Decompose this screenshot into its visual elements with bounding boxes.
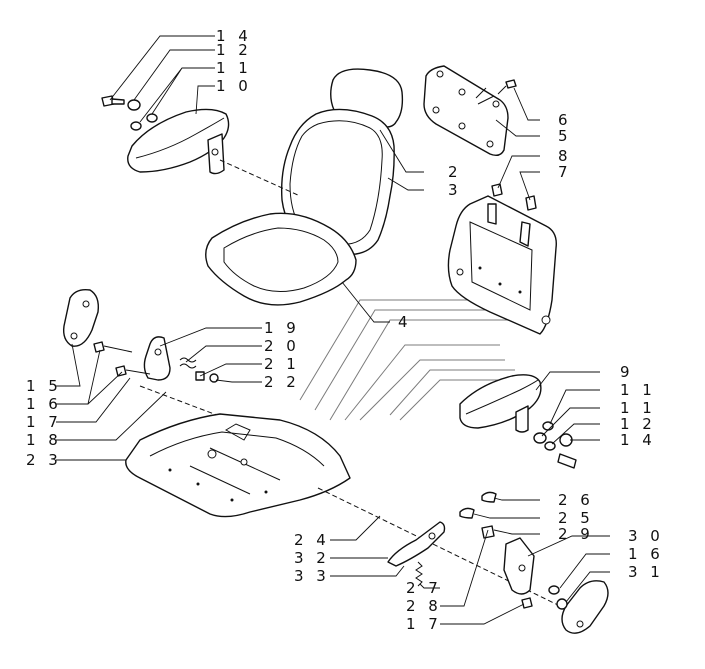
label-10: 1 0 — [216, 77, 252, 95]
back-frame-part — [447, 195, 557, 335]
spring-20 — [179, 357, 197, 369]
screw-6 — [497, 79, 517, 95]
label-16b: 1 6 — [628, 545, 664, 563]
bracket-19 — [143, 336, 171, 381]
label-17a: 1 7 — [26, 413, 62, 431]
label-12b: 1 2 — [620, 415, 656, 433]
label-11c: 1 1 — [620, 399, 656, 417]
label-11b: 1 1 — [620, 381, 656, 399]
bracket-29-30 — [481, 525, 535, 595]
left-bracket-15 — [62, 288, 100, 347]
label-26: 2 6 — [558, 491, 594, 509]
label-22: 2 2 — [264, 373, 300, 391]
label-27: 2 7 — [406, 579, 442, 597]
part-labels: 1 4 1 2 1 1 1 0 6 5 8 7 2 3 4 1 9 2 0 2 … — [26, 27, 664, 633]
clip-26-25 — [459, 491, 497, 519]
label-19: 1 9 — [264, 319, 300, 337]
left-armrest-hardware — [101, 95, 158, 131]
label-24: 2 4 — [294, 531, 330, 549]
label-23: 2 3 — [26, 451, 62, 469]
lever-32-33 — [387, 521, 446, 567]
label-31: 3 1 — [628, 563, 664, 581]
leader-lines — [56, 35, 610, 625]
label-16a: 1 6 — [26, 395, 62, 413]
spring-27 — [415, 561, 423, 587]
leader-armrest-left — [219, 159, 301, 197]
seat-cushion-part — [205, 212, 357, 306]
label-21: 2 1 — [264, 355, 300, 373]
label-3: 3 — [448, 181, 462, 199]
label-14b: 1 4 — [620, 431, 656, 449]
label-6: 6 — [558, 111, 572, 129]
label-18: 1 8 — [26, 431, 62, 449]
label-32: 3 2 — [294, 549, 330, 567]
right-armrest-part — [459, 374, 542, 433]
label-12a: 1 2 — [216, 41, 252, 59]
label-20: 2 0 — [264, 337, 300, 355]
label-11a: 1 1 — [216, 59, 252, 77]
label-25: 2 5 — [558, 509, 594, 527]
label-9: 9 — [620, 363, 634, 381]
label-17b: 1 7 — [406, 615, 442, 633]
bolts-16-17-right — [521, 585, 568, 610]
right-armrest-hardware — [533, 421, 577, 469]
back-plate-part — [423, 65, 509, 157]
label-2: 2 — [448, 163, 462, 181]
label-5: 5 — [558, 127, 572, 145]
label-28: 2 8 — [406, 597, 442, 615]
label-33: 3 3 — [294, 567, 330, 585]
label-29: 2 9 — [558, 525, 594, 543]
bolts-7-8 — [491, 183, 537, 211]
label-14a: 1 4 — [216, 27, 252, 45]
label-8: 8 — [558, 147, 572, 165]
label-15: 1 5 — [26, 377, 62, 395]
bolts-16-17 — [93, 341, 219, 383]
handle-31 — [561, 580, 609, 634]
label-30: 3 0 — [628, 527, 664, 545]
left-armrest-part — [127, 108, 230, 175]
seat-base-part — [125, 413, 351, 518]
label-4: 4 — [398, 313, 412, 331]
label-7: 7 — [558, 163, 572, 181]
